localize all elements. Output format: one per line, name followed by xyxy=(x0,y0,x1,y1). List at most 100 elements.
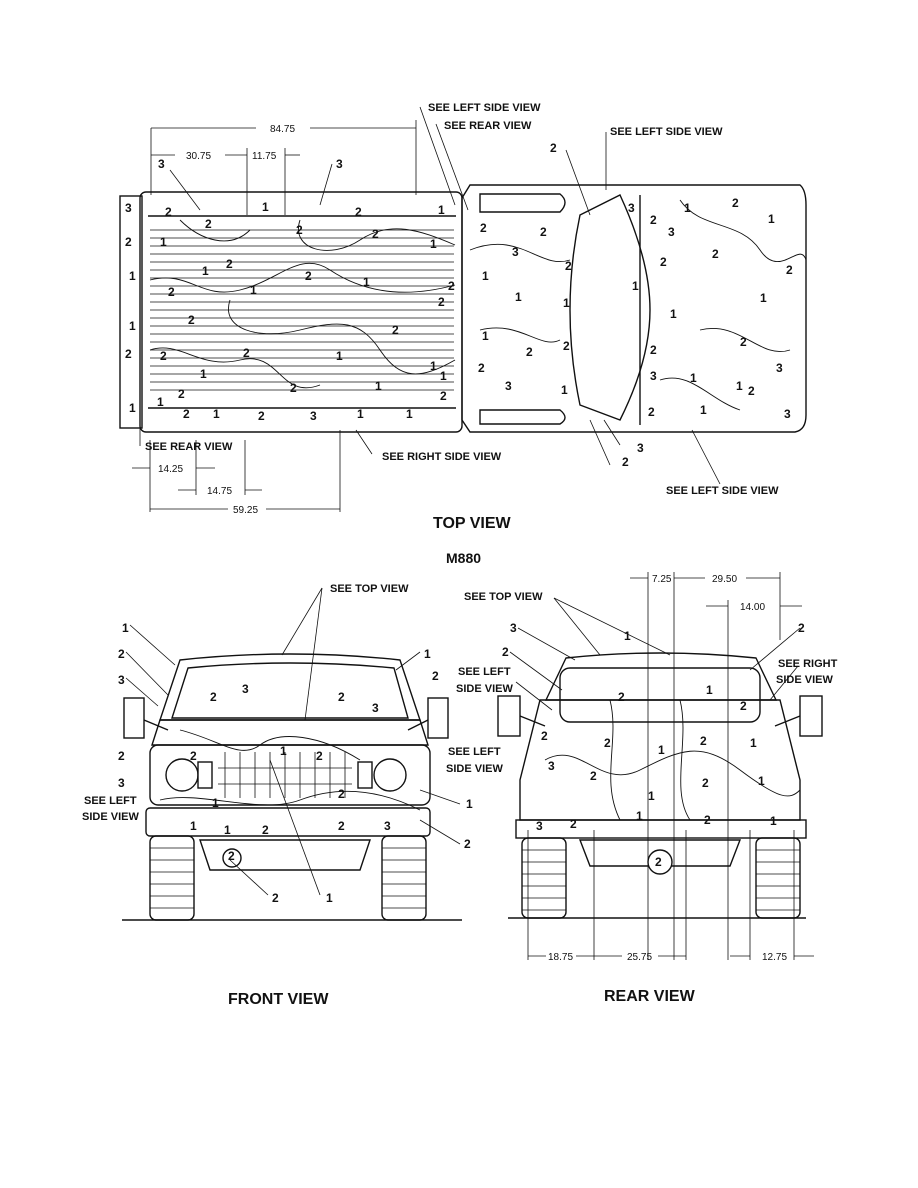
svg-text:1: 1 xyxy=(768,212,775,226)
svg-text:2: 2 xyxy=(178,387,185,401)
svg-text:1: 1 xyxy=(482,269,489,283)
svg-text:1: 1 xyxy=(357,407,364,421)
svg-text:3: 3 xyxy=(242,682,249,696)
svg-text:3: 3 xyxy=(310,409,317,423)
svg-text:2: 2 xyxy=(740,335,747,349)
svg-text:1: 1 xyxy=(440,369,447,383)
svg-text:2: 2 xyxy=(305,269,312,283)
svg-text:3: 3 xyxy=(158,157,165,171)
svg-text:2: 2 xyxy=(392,323,399,337)
svg-text:1: 1 xyxy=(758,774,765,788)
svg-text:2: 2 xyxy=(650,213,657,227)
svg-text:3: 3 xyxy=(118,673,125,687)
svg-text:2: 2 xyxy=(125,347,132,361)
dim-14-00: 14.00 xyxy=(740,602,765,613)
front-view-leaders xyxy=(125,587,461,896)
svg-text:1: 1 xyxy=(202,264,209,278)
svg-text:2: 2 xyxy=(478,361,485,375)
svg-text:2: 2 xyxy=(258,409,265,423)
svg-text:2: 2 xyxy=(798,621,805,635)
top-view-title: TOP VIEW xyxy=(433,515,512,532)
svg-text:2: 2 xyxy=(160,349,167,363)
svg-text:1: 1 xyxy=(670,307,677,321)
svg-text:3: 3 xyxy=(637,441,644,455)
svg-text:1: 1 xyxy=(406,407,413,421)
svg-text:2: 2 xyxy=(438,295,445,309)
svg-text:2: 2 xyxy=(540,225,547,239)
svg-text:1: 1 xyxy=(684,201,691,215)
svg-text:1: 1 xyxy=(561,383,568,397)
svg-text:2: 2 xyxy=(118,749,125,763)
top-view-leaders xyxy=(132,106,721,512)
svg-text:1: 1 xyxy=(690,371,697,385)
svg-text:1: 1 xyxy=(212,796,219,810)
top-view: 84.75 30.75 11.75 xyxy=(119,102,807,566)
dim-18-75: 18.75 xyxy=(548,952,573,963)
svg-text:2: 2 xyxy=(448,279,455,293)
callout-see-rear-view-1: SEE REAR VIEW xyxy=(444,120,532,132)
svg-text:2: 2 xyxy=(604,736,611,750)
svg-text:3: 3 xyxy=(505,379,512,393)
svg-text:1: 1 xyxy=(190,819,197,833)
svg-text:2: 2 xyxy=(262,823,269,837)
svg-text:1: 1 xyxy=(326,891,333,905)
svg-text:2: 2 xyxy=(168,285,175,299)
dim-84-75: 84.75 xyxy=(270,124,295,135)
callout-side-view-rear-a: SIDE VIEW xyxy=(456,683,513,695)
svg-text:2: 2 xyxy=(480,221,487,235)
svg-text:2: 2 xyxy=(655,855,662,869)
svg-text:1: 1 xyxy=(160,235,167,249)
svg-text:2: 2 xyxy=(650,343,657,357)
model-title: M880 xyxy=(446,550,481,566)
svg-text:2: 2 xyxy=(338,819,345,833)
dim-14-25: 14.25 xyxy=(158,464,183,475)
svg-text:3: 3 xyxy=(650,369,657,383)
callout-see-left-side-view-2: SEE LEFT SIDE VIEW xyxy=(610,126,723,138)
svg-text:3: 3 xyxy=(512,245,519,259)
svg-text:2: 2 xyxy=(210,690,217,704)
dim-12-75: 12.75 xyxy=(762,952,787,963)
truck-bed-outline xyxy=(119,191,463,433)
svg-text:2: 2 xyxy=(432,669,439,683)
svg-text:1: 1 xyxy=(250,283,257,297)
svg-text:1: 1 xyxy=(760,291,767,305)
svg-text:2: 2 xyxy=(183,407,190,421)
svg-text:3: 3 xyxy=(548,759,555,773)
svg-text:1: 1 xyxy=(770,814,777,828)
svg-text:2: 2 xyxy=(541,729,548,743)
svg-text:2: 2 xyxy=(118,647,125,661)
svg-text:2: 2 xyxy=(700,734,707,748)
svg-text:1: 1 xyxy=(648,789,655,803)
svg-text:1: 1 xyxy=(706,683,713,697)
svg-text:2: 2 xyxy=(748,384,755,398)
svg-text:2: 2 xyxy=(563,339,570,353)
svg-text:1: 1 xyxy=(438,203,445,217)
svg-text:2: 2 xyxy=(272,891,279,905)
callout-see-left-front-b: SEE LEFT xyxy=(84,795,137,807)
callout-see-top-view-front: SEE TOP VIEW xyxy=(330,583,409,595)
svg-text:2: 2 xyxy=(338,787,345,801)
svg-text:1: 1 xyxy=(129,319,136,333)
svg-text:3: 3 xyxy=(372,701,379,715)
svg-text:1: 1 xyxy=(224,823,231,837)
rear-view-leaders xyxy=(509,597,801,711)
callout-see-right-side-view: SEE RIGHT SIDE VIEW xyxy=(382,451,502,463)
svg-text:1: 1 xyxy=(129,401,136,415)
svg-text:1: 1 xyxy=(700,403,707,417)
svg-text:2: 2 xyxy=(648,405,655,419)
callout-see-top-view-rear: SEE TOP VIEW xyxy=(464,591,543,603)
svg-text:2: 2 xyxy=(590,769,597,783)
dim-30-75: 30.75 xyxy=(186,151,211,162)
svg-text:2: 2 xyxy=(296,223,303,237)
svg-text:2: 2 xyxy=(440,389,447,403)
svg-text:2: 2 xyxy=(502,645,509,659)
svg-text:1: 1 xyxy=(430,359,437,373)
svg-text:2: 2 xyxy=(205,217,212,231)
callout-see-left-side-view-1: SEE LEFT SIDE VIEW xyxy=(428,102,541,114)
truck-cab-outline xyxy=(461,184,807,433)
svg-text:2: 2 xyxy=(338,690,345,704)
svg-text:1: 1 xyxy=(157,395,164,409)
